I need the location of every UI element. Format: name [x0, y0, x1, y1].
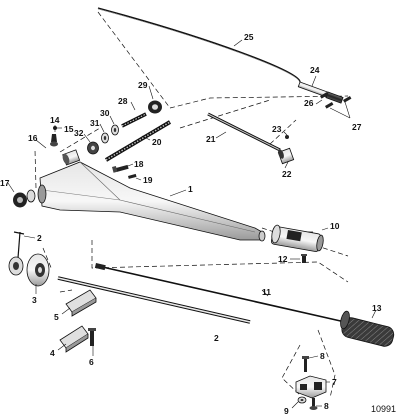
callout-31: 31 — [90, 118, 100, 128]
callout-labels: 1 2 2 3 4 5 6 7 8 8 9 10 11 12 13 14 15 … — [0, 32, 382, 416]
callout-17: 17 — [0, 178, 10, 188]
rod-2-lower — [57, 276, 251, 324]
callout-16: 16 — [28, 133, 38, 143]
bracket-5 — [65, 289, 97, 317]
bushing-29 — [148, 100, 162, 114]
callout-23: 23 — [272, 124, 282, 134]
screw-8-lower — [309, 398, 318, 410]
callout-25: 25 — [244, 32, 254, 42]
callout-21: 21 — [206, 134, 216, 144]
callout-8-lower: 8 — [324, 401, 329, 411]
cable-end-rod-24 — [297, 81, 344, 104]
callout-10: 10 — [330, 221, 340, 231]
callout-24: 24 — [310, 65, 320, 75]
washer-9 — [297, 396, 307, 404]
callout-12: 12 — [278, 254, 288, 264]
grease-fitting-14 — [50, 134, 58, 147]
pins-26 — [320, 92, 352, 109]
screw-8-upper — [302, 356, 309, 372]
callout-7: 7 — [332, 377, 337, 387]
figure-reference-number: 10991 — [371, 404, 396, 414]
callout-9: 9 — [284, 406, 289, 416]
rod-21 — [207, 112, 281, 152]
callout-32: 32 — [74, 128, 84, 138]
callout-22: 22 — [282, 169, 292, 179]
bushing-16 — [62, 149, 81, 166]
throttle-grip-13 — [340, 310, 395, 347]
screw-12 — [301, 254, 307, 263]
callout-3: 3 — [32, 295, 37, 305]
threaded-rod-20 — [104, 120, 172, 162]
assembly-dashed-lines — [34, 11, 349, 399]
callout-18: 18 — [134, 159, 144, 169]
callout-27: 27 — [352, 122, 362, 132]
cable-25 — [97, 7, 301, 84]
screw-6 — [88, 328, 96, 346]
throttle-cable-11 — [94, 262, 346, 323]
screw-18 — [112, 164, 129, 173]
callout-11: 11 — [262, 287, 271, 297]
clamp-block-7 — [295, 375, 327, 399]
grip-sleeve-10 — [270, 224, 324, 252]
disc-2 — [8, 256, 24, 276]
callout-26: 26 — [304, 98, 314, 108]
callout-4: 4 — [50, 348, 55, 358]
pin-19 — [128, 173, 137, 179]
nut-17 — [13, 192, 27, 208]
callout-29: 29 — [138, 80, 148, 90]
callout-15: 15 — [64, 124, 74, 134]
callout-28: 28 — [118, 96, 128, 106]
callout-8-upper: 8 — [320, 351, 325, 361]
callout-5: 5 — [54, 312, 59, 322]
pin-23 — [285, 135, 289, 139]
callout-30: 30 — [100, 108, 110, 118]
bracket-4 — [59, 325, 89, 353]
washer-17-side — [26, 189, 36, 203]
pin-2-upper — [13, 231, 25, 259]
nut-32 — [87, 141, 99, 155]
washer-30 — [111, 124, 119, 136]
callout-20: 20 — [152, 137, 162, 147]
leader-lines — [7, 39, 377, 409]
callout-6: 6 — [89, 357, 94, 367]
callout-14: 14 — [50, 115, 60, 125]
callout-2-upper: 2 — [37, 233, 42, 243]
callout-13: 13 — [372, 303, 382, 313]
sleeve-22 — [277, 147, 295, 165]
callout-2-lower: 2 — [214, 333, 219, 343]
tiller-arm-1 — [37, 161, 266, 242]
callout-19: 19 — [143, 175, 153, 185]
callout-1: 1 — [188, 184, 193, 194]
cam-plate-3 — [26, 253, 50, 287]
bolt-28 — [121, 112, 147, 128]
washer-31 — [101, 132, 109, 144]
